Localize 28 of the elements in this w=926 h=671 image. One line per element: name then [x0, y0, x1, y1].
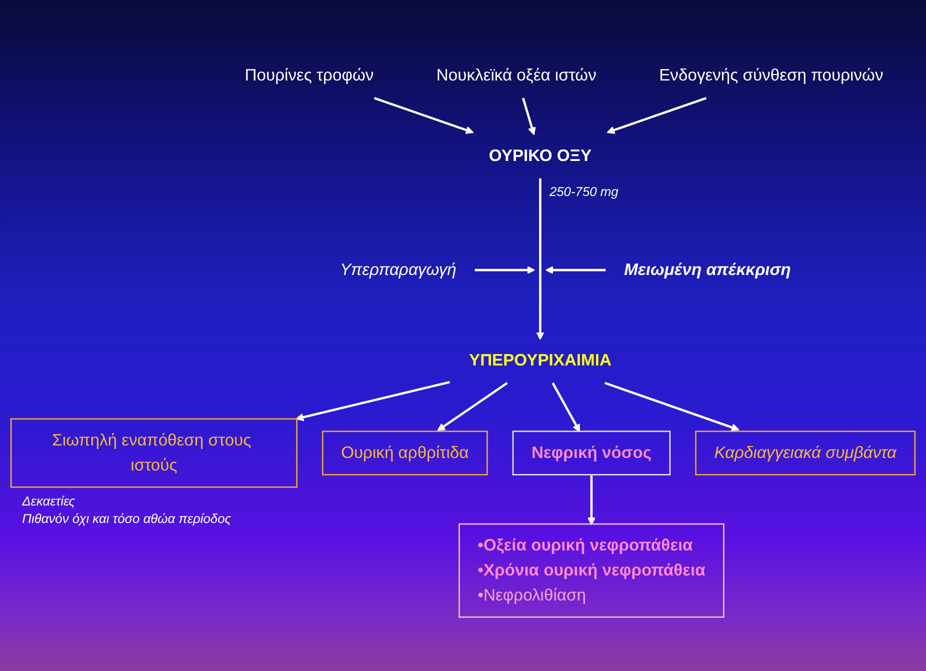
- node-label: ΥΠΕΡΟΥΡΙΧΑΙΜΙΑ: [469, 350, 612, 370]
- box-label: Σιωπηλή εναπόθεση στους ιστούς: [52, 430, 252, 474]
- note-text: Δεκαετίες: [22, 492, 76, 510]
- arrow: [374, 97, 474, 134]
- arrow: [545, 266, 606, 274]
- arrow: [587, 476, 596, 526]
- arrow: [552, 382, 580, 432]
- note-text: Πιθανόν όχι και τόσο αθώα περίοδος: [22, 510, 232, 528]
- arrow: [296, 380, 450, 422]
- node-label: Υπερπαραγωγή: [340, 260, 456, 279]
- list-item-text: •Οξεία ουρική νεφροπάθεια: [478, 536, 693, 554]
- box-label: Ουρική αρθρίτιδα: [341, 443, 469, 462]
- node-label: ΟΥΡΙΚΟ ΟΞΥ: [488, 146, 592, 164]
- node-label: Πουρίνες τροφών: [244, 66, 374, 84]
- arrow: [522, 98, 536, 136]
- list-item-text: •Χρόνια ουρική νεφροπάθεια: [478, 560, 706, 580]
- box-label: Νεφρική νόσος: [531, 443, 652, 462]
- node-label: Ενδογενής σύνθεση πουρινών: [659, 66, 884, 84]
- node-label: Μειωμένη απέκκριση: [624, 260, 791, 279]
- arrow: [604, 382, 740, 432]
- edge-label: 250-750 mg: [549, 182, 618, 201]
- arrow: [606, 97, 707, 134]
- arrow: [536, 178, 544, 340]
- arrow: [437, 382, 508, 432]
- arrow: [474, 266, 536, 274]
- node-label: Νουκλεϊκά οξέα ιστών: [436, 66, 596, 84]
- box-label: Καρδιαγγειακά συμβάντα: [714, 443, 896, 462]
- list-item-text: •Νεφρολιθίαση: [478, 586, 586, 604]
